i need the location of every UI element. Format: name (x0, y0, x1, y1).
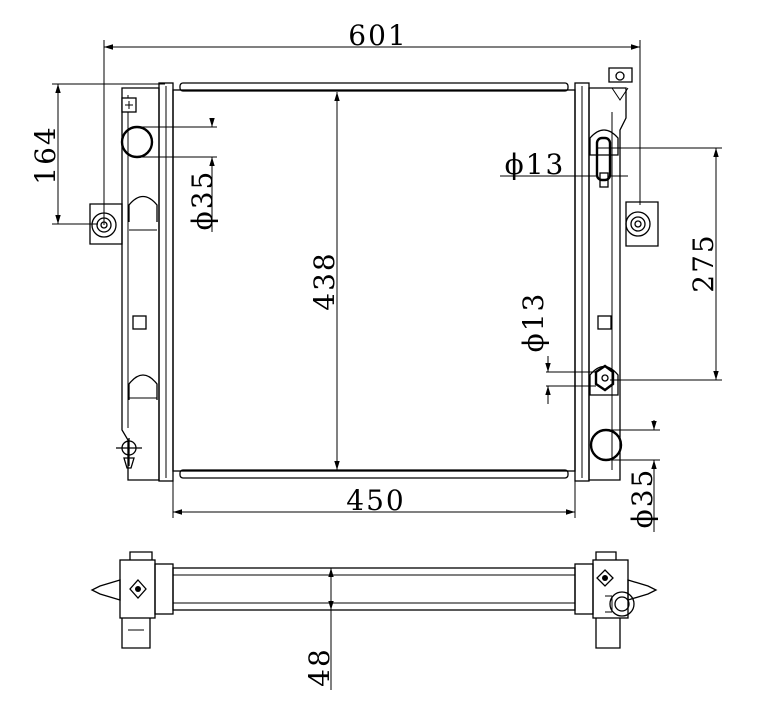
dim-fitting-upper-text: ϕ13 (505, 148, 566, 181)
dim-601-text: 601 (348, 19, 407, 52)
dimension-mount-spacing: 275 (610, 148, 722, 381)
dim-450-text: 450 (346, 484, 405, 517)
dimension-core-height: 438 (308, 92, 341, 470)
lower-fitting (589, 364, 619, 396)
dim-164-text: 164 (29, 125, 62, 184)
right-mount-bracket (625, 201, 659, 247)
dimension-fitting-upper: ϕ13 (500, 147, 722, 181)
dimension-mount-offset: 164 (29, 83, 165, 225)
bottom-view: 48 (90, 551, 658, 690)
dim-inlet-text: ϕ35 (186, 170, 219, 231)
outlet-circle (589, 428, 623, 462)
filler-neck (608, 67, 633, 101)
inlet-circle (120, 125, 154, 159)
dimension-overall-width: 601 (103, 19, 641, 225)
left-tank (116, 82, 174, 482)
dimension-outlet-diameter: ϕ35 (606, 420, 660, 532)
right-pin (627, 579, 658, 601)
dim-48-text: 48 (303, 647, 336, 687)
front-view (89, 67, 659, 482)
upper-fitting (589, 129, 619, 188)
dimension-fitting-lower: ϕ13 (517, 292, 596, 404)
dimension-core-width: 450 (172, 478, 576, 518)
dimension-inlet-diameter: ϕ35 (137, 118, 219, 232)
dim-275-text: 275 (687, 233, 720, 292)
core-body-side (172, 567, 576, 611)
drain-cock (116, 438, 142, 469)
dim-438-text: 438 (308, 251, 341, 310)
right-tank (574, 67, 633, 482)
left-pin (90, 579, 121, 601)
outlet-pipe-end (609, 591, 635, 617)
dim-outlet-text: ϕ35 (626, 468, 659, 529)
dim-fitting-lower-text: ϕ13 (517, 292, 550, 353)
radiator-core (172, 82, 576, 479)
